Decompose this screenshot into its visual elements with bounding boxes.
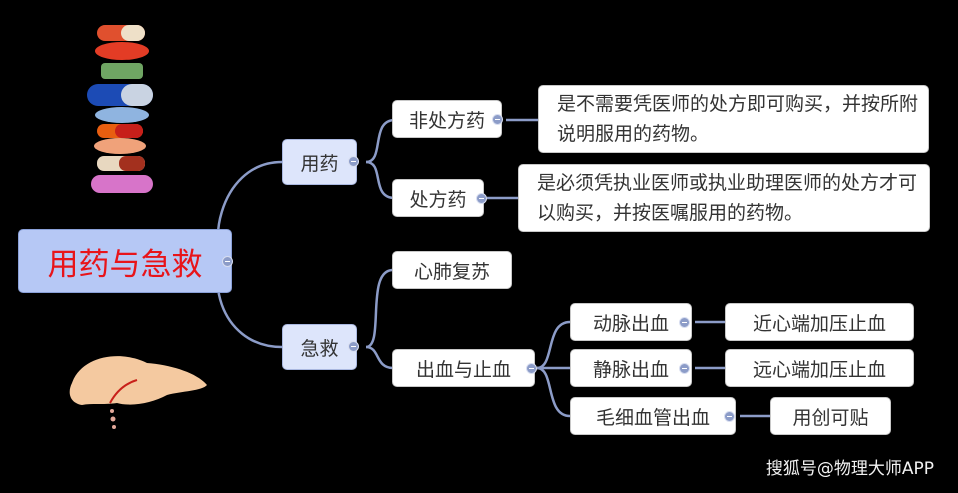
collapse-icon[interactable] <box>348 341 359 352</box>
link-med-rx <box>365 160 396 200</box>
collapse-icon[interactable] <box>348 156 359 167</box>
collapse-icon[interactable] <box>679 363 690 374</box>
node-artery-label: 动脉出血 <box>592 312 669 335</box>
link-aid-bleeding <box>365 345 394 370</box>
collapse-icon[interactable] <box>222 256 233 267</box>
node-vein-bleeding[interactable]: 静脉出血 <box>570 349 692 387</box>
root-node[interactable]: 用药与急救 <box>18 229 232 293</box>
node-medication-label: 用药 <box>300 152 339 175</box>
node-bleeding-label: 出血与止血 <box>415 358 511 381</box>
otc-description-text: 是不需要凭医师的处方即可购买，并按所附说明服用的药物。 <box>557 93 919 145</box>
collapse-icon[interactable] <box>526 363 537 374</box>
root-label: 用药与急救 <box>47 246 203 283</box>
bleeding-hand-illustration <box>69 356 207 429</box>
node-otc-description: 是不需要凭医师的处方即可购买，并按所附说明服用的药物。 <box>538 85 929 153</box>
node-first-aid[interactable]: 急救 <box>282 324 357 370</box>
node-artery-bleeding[interactable]: 动脉出血 <box>570 303 692 341</box>
node-capillary-label: 毛细血管出血 <box>595 406 710 429</box>
collapse-icon[interactable] <box>492 114 503 125</box>
link-med-otc <box>365 118 396 164</box>
node-rx[interactable]: 处方药 <box>392 179 484 217</box>
node-rx-description: 是必须凭执业医师或执业助理医师的处方才可以购买，并按医嘱服用的药物。 <box>518 164 930 232</box>
watermark: 搜狐号@物理大师APP <box>765 459 934 479</box>
node-capillary-action: 用创可贴 <box>770 397 891 435</box>
node-vein-action: 远心端加压止血 <box>725 349 914 387</box>
collapse-icon[interactable] <box>724 411 735 422</box>
node-cpr-label: 心肺复苏 <box>413 260 490 283</box>
artery-action-label: 近心端加压止血 <box>752 312 886 335</box>
vein-action-label: 远心端加压止血 <box>752 358 886 381</box>
collapse-icon[interactable] <box>679 317 690 328</box>
node-otc[interactable]: 非处方药 <box>392 100 502 138</box>
node-rx-label: 处方药 <box>409 188 467 211</box>
node-cpr[interactable]: 心肺复苏 <box>392 251 512 289</box>
rx-description-text: 是必须凭执业医师或执业助理医师的处方才可以购买，并按医嘱服用的药物。 <box>537 172 918 224</box>
node-artery-action: 近心端加压止血 <box>725 303 914 341</box>
collapse-icon[interactable] <box>476 193 487 204</box>
node-first-aid-label: 急救 <box>300 337 339 360</box>
node-vein-label: 静脉出血 <box>592 358 669 381</box>
node-capillary-bleeding[interactable]: 毛细血管出血 <box>570 397 736 435</box>
node-otc-label: 非处方药 <box>408 109 485 132</box>
link-bleed-capillary <box>536 366 571 418</box>
node-bleeding[interactable]: 出血与止血 <box>392 349 535 387</box>
node-medication[interactable]: 用药 <box>282 139 357 185</box>
pill-stack-illustration <box>87 25 153 193</box>
link-bleed-artery <box>536 320 571 370</box>
capillary-action-label: 用创可贴 <box>792 406 869 429</box>
link-aid-cpr <box>365 268 394 349</box>
